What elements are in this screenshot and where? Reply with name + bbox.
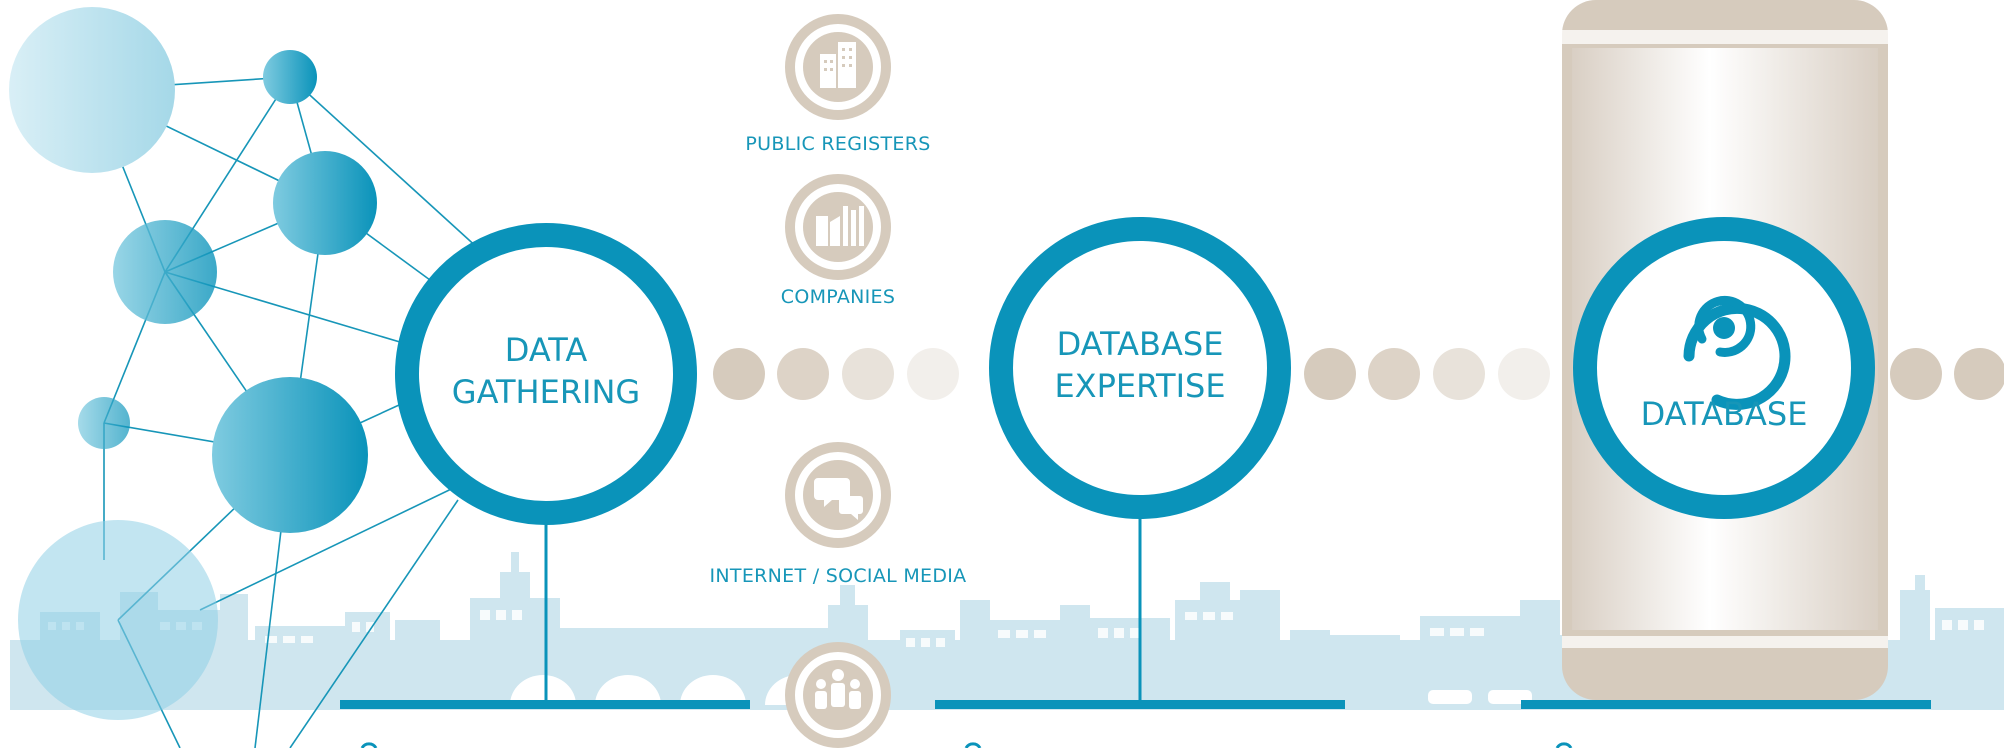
source-label-internet-social-media: INTERNET / SOCIAL MEDIA <box>710 565 967 587</box>
network-nodes <box>9 7 377 720</box>
step-database: DATABASE <box>1573 217 1875 519</box>
step-database-label: DATABASE <box>1641 395 1808 433</box>
step-database-expertise: DATABASE EXPERTISE <box>989 217 1291 519</box>
step-data-gathering: DATA GATHERING <box>395 223 697 525</box>
step-bases <box>340 700 1931 709</box>
connector-dots-2 <box>1304 348 1550 400</box>
step-data-gathering-line1: DATA <box>505 331 588 369</box>
source-label-public-registers: PUBLIC REGISTERS <box>745 133 930 155</box>
step-database-expertise-line2: EXPERTISE <box>1054 367 1225 405</box>
building-icon <box>785 14 891 120</box>
source-label-companies: COMPANIES <box>781 286 895 308</box>
connector-dots-1 <box>713 348 959 400</box>
step-database-expertise-line1: DATABASE <box>1057 325 1224 363</box>
step-data-gathering-line2: GATHERING <box>452 373 640 411</box>
people-group-icon <box>785 642 891 748</box>
chat-bubbles-icon <box>785 442 891 548</box>
factory-icon <box>785 174 891 280</box>
step-stems <box>544 515 1142 700</box>
database-target-icon <box>1683 295 1791 410</box>
connector-dots-3 <box>1890 348 2004 400</box>
bottom-marks <box>360 742 1573 748</box>
